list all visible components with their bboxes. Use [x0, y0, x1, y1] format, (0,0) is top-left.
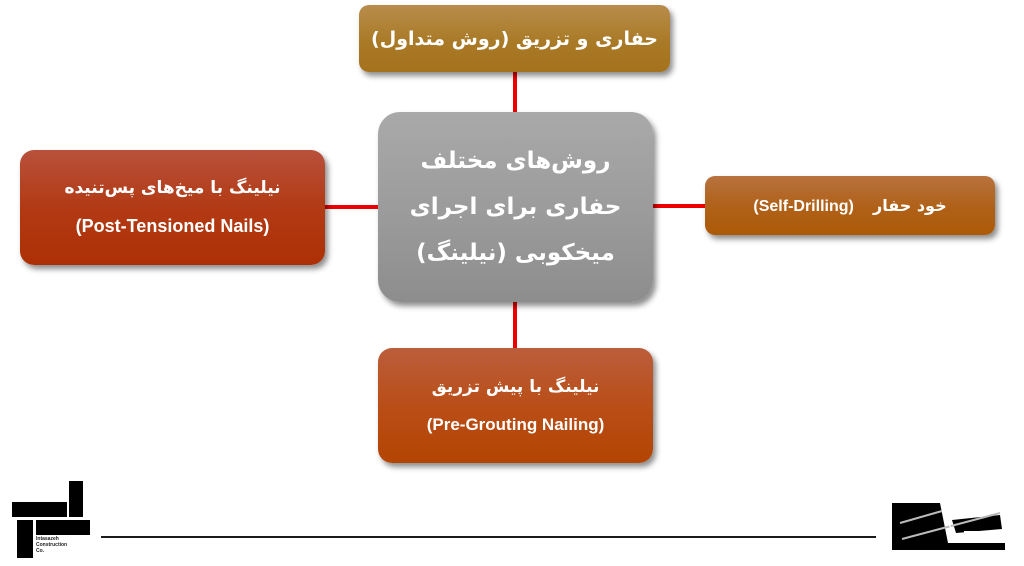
excavation-icon: [890, 495, 1015, 550]
company-logo-text: Intasazeh Construction Co.: [36, 536, 86, 554]
node-center-methods: روش‌های مختلف حفاری برای اجرای میخکوبی (…: [378, 112, 653, 302]
center-line-1: روش‌های مختلف: [420, 148, 611, 174]
soil-nailing-illustration-icon: [892, 503, 1005, 550]
connector-left: [325, 205, 378, 209]
center-line-3: میخکوبی (نیلینگ): [416, 240, 615, 266]
node-bottom-en-label: (Pre-Grouting Nailing): [426, 414, 605, 434]
node-right-en-label: (Self-Drilling): [753, 197, 854, 215]
center-line-2: حفاری برای اجرای: [409, 194, 622, 220]
logo-text-line-1: Intasazeh: [36, 536, 59, 542]
node-left-en-label: (Post-Tensioned Nails): [75, 216, 270, 236]
node-self-drilling: خود حفار (Self-Drilling): [705, 176, 995, 235]
node-right-fa-label: خود حفار: [872, 195, 947, 215]
node-bottom-fa-label: نیلینگ با پیش تزریق: [431, 376, 600, 397]
node-right-label: خود حفار (Self-Drilling): [753, 196, 946, 216]
connector-bottom: [513, 302, 517, 348]
logo-text-line-3: Co.: [36, 548, 45, 554]
company-logo-blocks-icon: [12, 481, 90, 558]
node-post-tensioned-nails: نیلینگ با میخ‌های پس‌تنیده (Post-Tension…: [20, 150, 325, 265]
connector-right: [653, 204, 705, 208]
node-top-label: حفاری و تزریق (روش متداول): [371, 27, 658, 50]
node-pre-grouting-nailing: نیلینگ با پیش تزریق (Pre-Grouting Nailin…: [378, 348, 653, 463]
node-left-fa-label: نیلینگ با میخ‌های پس‌تنیده: [64, 178, 281, 198]
logo-text-line-2: Construction: [36, 542, 68, 548]
connector-top: [513, 72, 517, 112]
company-logo-icon: [10, 480, 95, 565]
footer-divider: [101, 536, 876, 538]
node-drilling-and-grouting: حفاری و تزریق (روش متداول): [359, 5, 670, 72]
